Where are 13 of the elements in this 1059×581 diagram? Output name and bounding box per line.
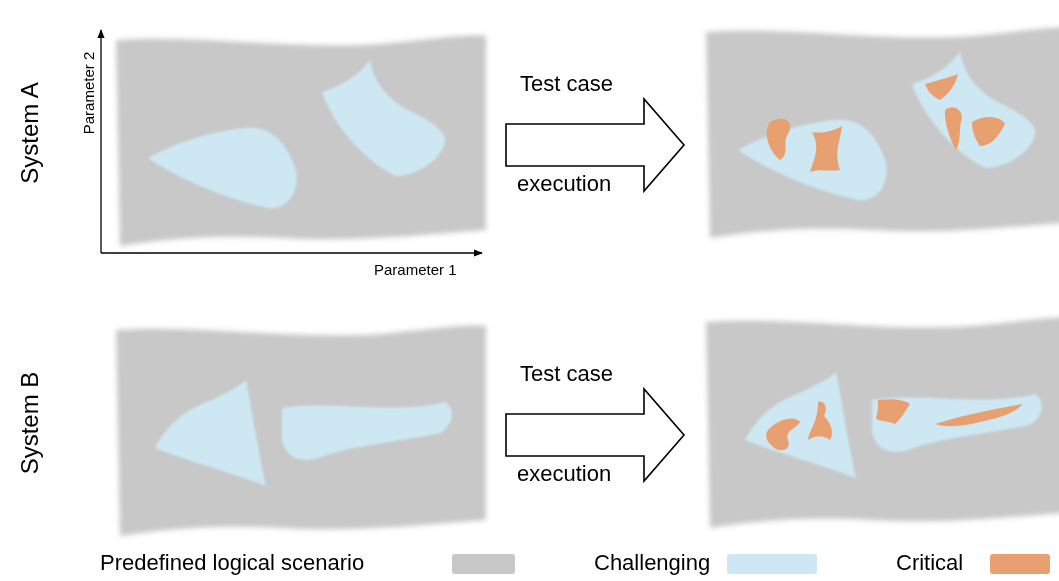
row-label: System B [16, 371, 44, 475]
arrow-label: Test case [520, 362, 613, 387]
block-arrow [505, 386, 686, 484]
legend-label: Critical [896, 551, 964, 576]
arrow-label: execution [517, 462, 612, 487]
axis-label: Parameter 1 [374, 262, 457, 279]
axis-label: Parameter 2 [80, 51, 98, 135]
legend-label: Predefined logical scenario [100, 551, 365, 576]
block-arrow [505, 96, 686, 194]
arrow-label: Test case [520, 72, 613, 97]
row-label: System A [16, 82, 44, 184]
legend-label: Challenging [594, 551, 711, 576]
arrow-label: execution [517, 172, 612, 197]
